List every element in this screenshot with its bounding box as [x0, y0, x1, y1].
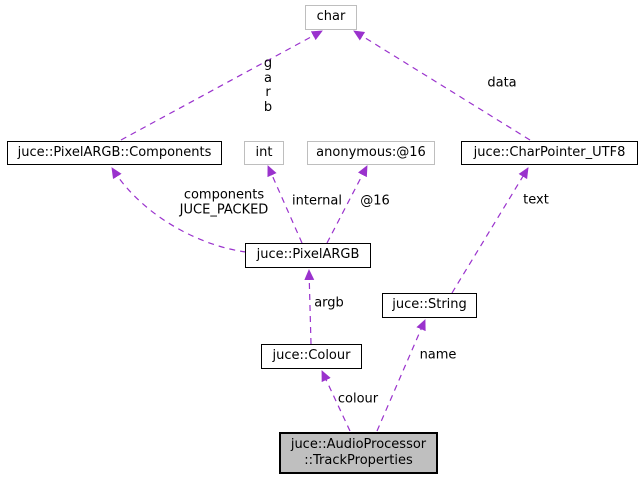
edge-trackproperties-colour	[321, 370, 351, 432]
edge-pixelargb-components	[111, 167, 247, 253]
node-string[interactable]: juce::String	[382, 293, 477, 318]
node-charpointer-utf8[interactable]: juce::CharPointer_UTF8	[461, 141, 638, 165]
edge-trackproperties-string	[376, 319, 426, 432]
edge-pixelargb-int	[267, 165, 303, 244]
node-components[interactable]: juce::PixelARGB::Components	[7, 141, 222, 165]
node-char: char	[305, 5, 357, 30]
edge-string-charpointer	[451, 167, 529, 294]
edge-components-char	[120, 30, 323, 141]
node-pixelargb[interactable]: juce::PixelARGB	[245, 243, 371, 268]
node-trackproperties: juce::AudioProcessor ::TrackProperties	[279, 432, 438, 474]
node-anon16: anonymous:@16	[307, 141, 435, 165]
edge-pixelargb-anon16	[326, 165, 368, 244]
edge-charpointer-char	[353, 30, 531, 141]
node-int: int	[244, 141, 284, 165]
edge-colour-pixelargb	[304, 269, 315, 345]
node-colour[interactable]: juce::Colour	[261, 344, 362, 369]
